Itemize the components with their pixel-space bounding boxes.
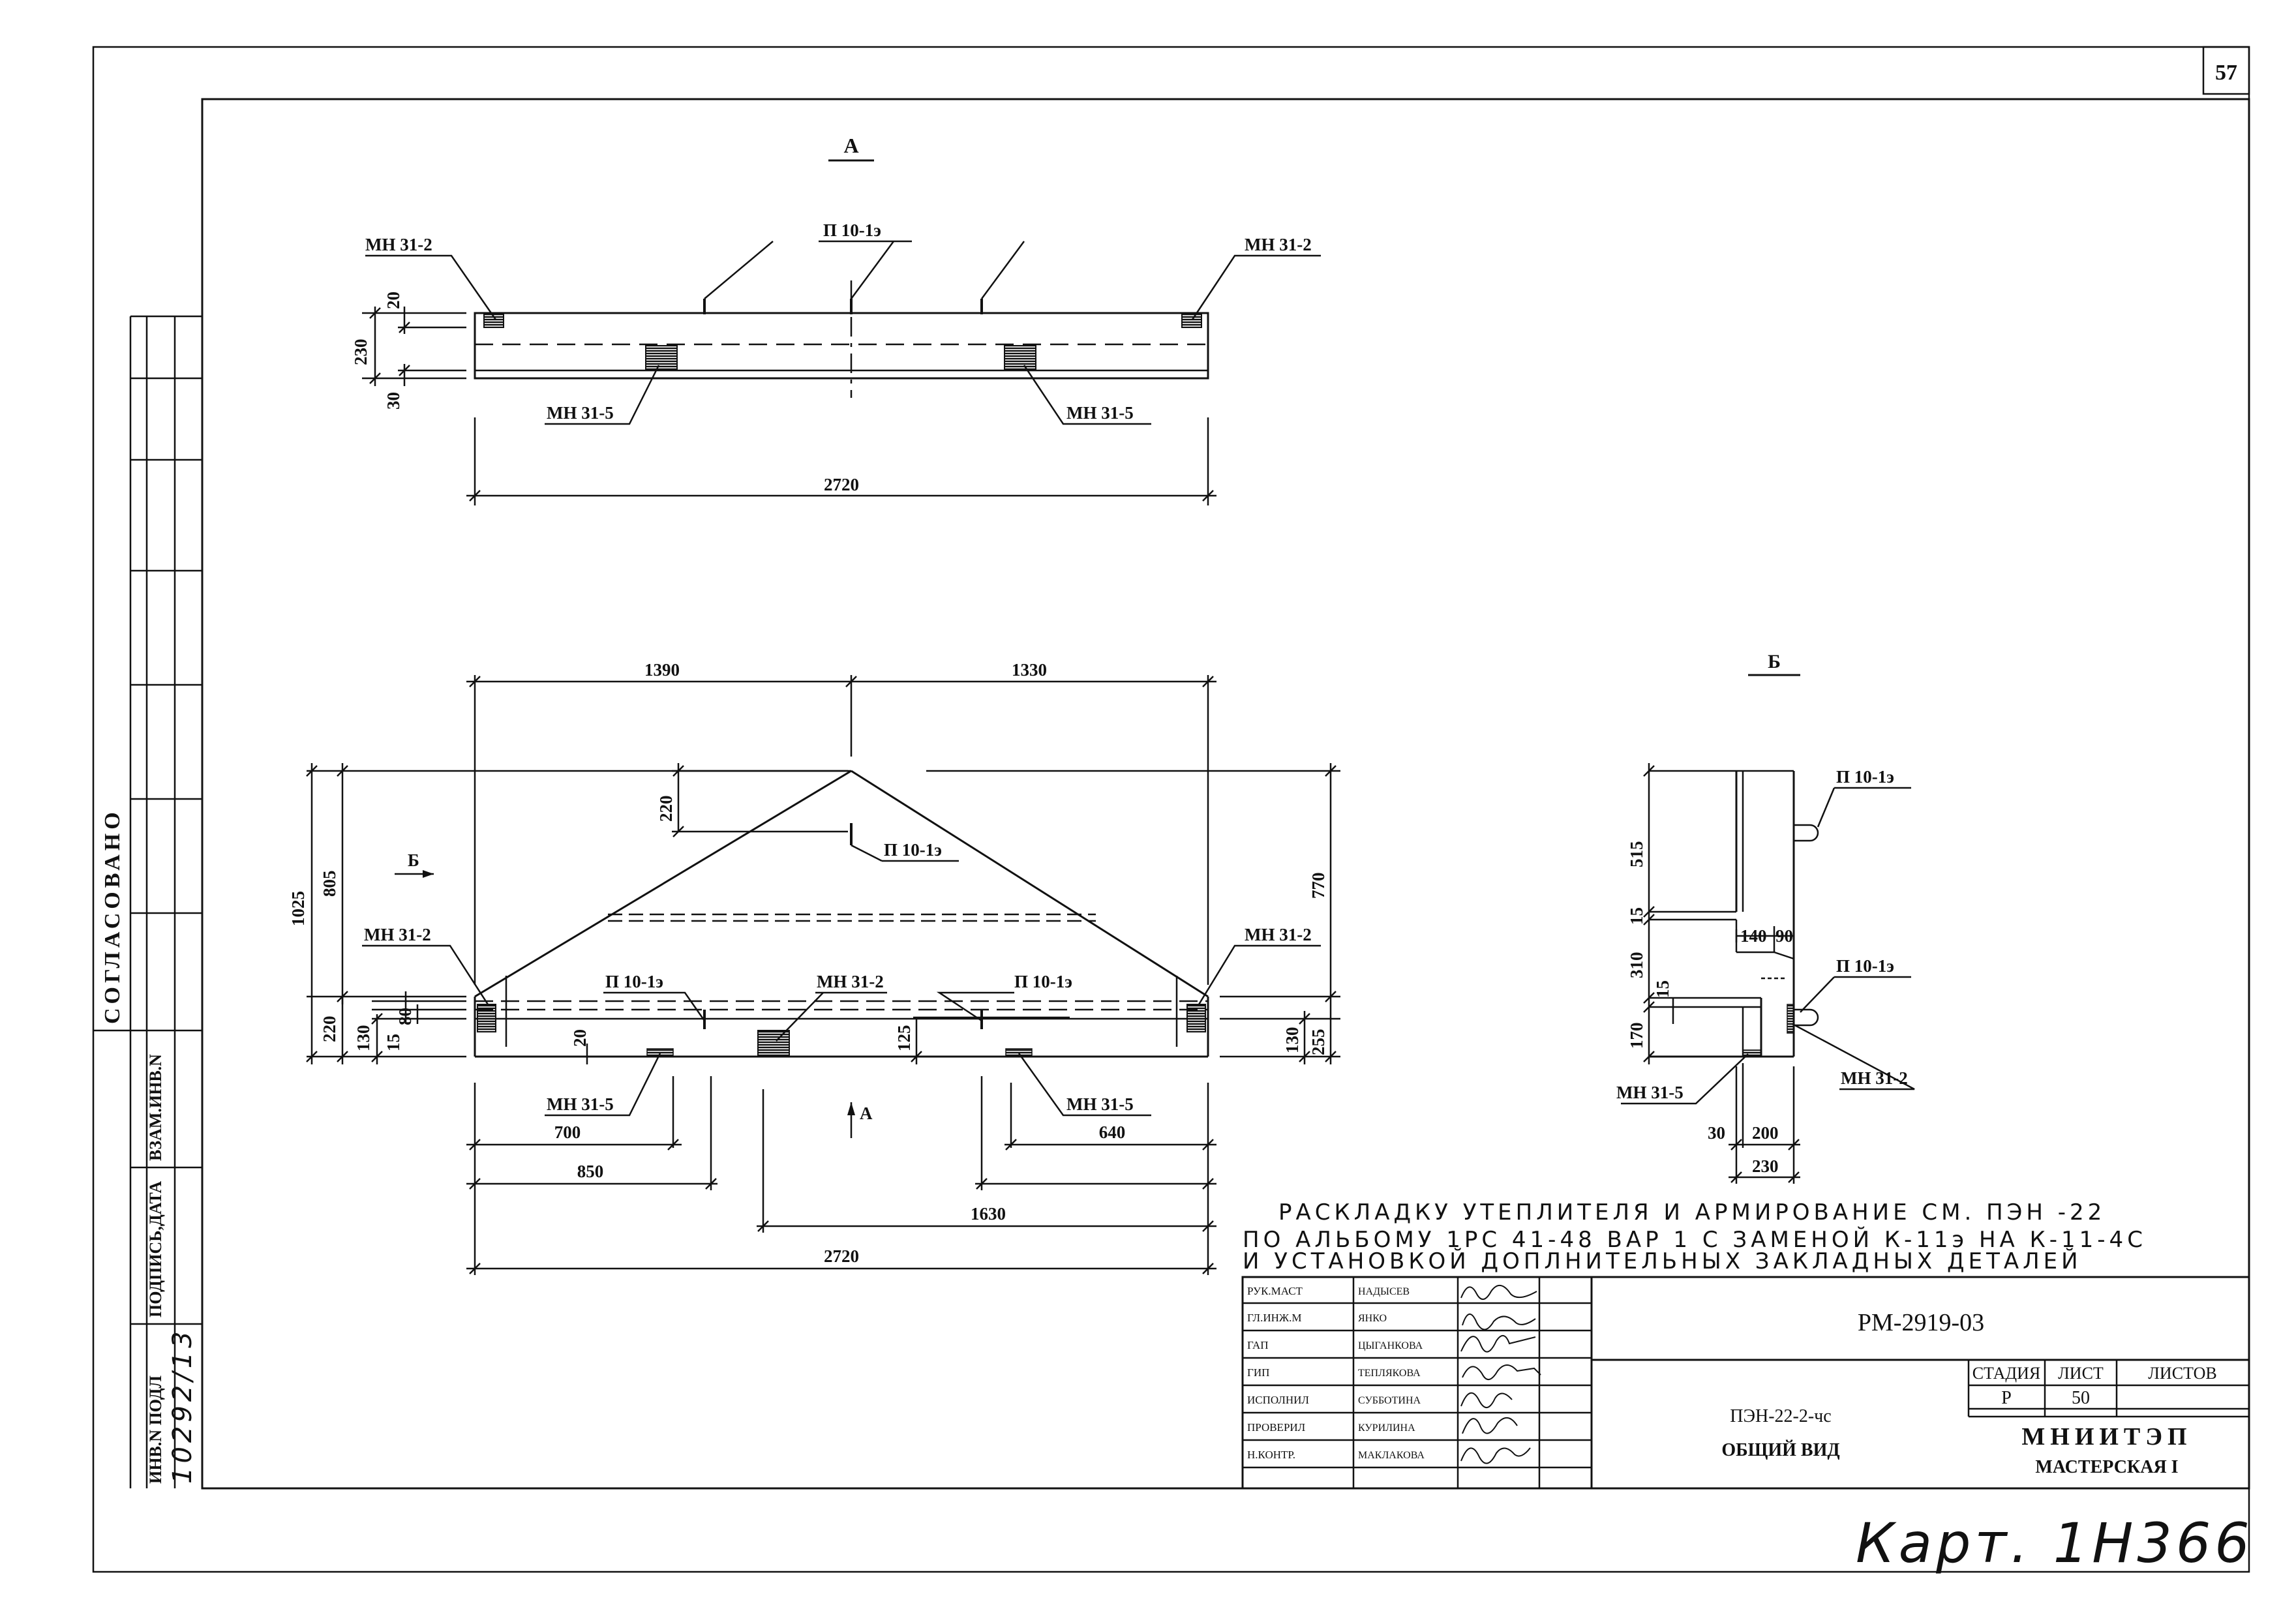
role-5: ПРОВЕРИЛ xyxy=(1247,1421,1306,1434)
name-5: КУРИЛИНА xyxy=(1358,1422,1415,1434)
sheet-corner-number: 57 xyxy=(2215,61,2237,85)
view-a-label-p101: П 10-1э xyxy=(823,220,881,240)
section-b-dim-230: 230 xyxy=(1752,1156,1779,1176)
section-b-dim-200: 200 xyxy=(1752,1123,1779,1143)
elev-dim-1630: 1630 xyxy=(971,1204,1006,1224)
product-code: ПЭН-22-2-чс xyxy=(1730,1406,1831,1426)
elev-dim-255: 255 xyxy=(1308,1029,1328,1056)
role-0: РУК.МАСТ xyxy=(1247,1285,1303,1297)
view-a-label-mh315-left: МН 31-5 xyxy=(547,403,614,423)
elev-dim-125: 125 xyxy=(894,1025,914,1052)
side-column xyxy=(93,315,202,1488)
section-b-dim-515: 515 xyxy=(1627,841,1646,868)
section-b-dim-170: 170 xyxy=(1627,1023,1646,1049)
stage-value: Р xyxy=(2001,1388,2012,1408)
view-a-title: А xyxy=(843,134,858,157)
elev-dim-805: 805 xyxy=(320,871,339,897)
elev-dim-1390: 1390 xyxy=(644,660,680,680)
section-b-label-p101-top: П 10-1э xyxy=(1836,767,1894,787)
elev-label-mh312-center: МН 31-2 xyxy=(817,972,884,991)
elev-arrow-b-label: Б xyxy=(408,850,419,870)
note-line-3: И УСТАНОВКОЙ ДОПЛНИТЕЛЬНЫХ ЗАКЛАДНЫХ ДЕТ… xyxy=(1243,1248,2082,1274)
role-2: ГАП xyxy=(1247,1339,1269,1351)
section-b-label-mh315: МН 31-5 xyxy=(1616,1083,1684,1102)
sheet-value: 50 xyxy=(2072,1388,2090,1408)
elev-dim-640: 640 xyxy=(1099,1122,1126,1142)
view-a-dim-230: 230 xyxy=(351,339,370,366)
elev-dim-700: 700 xyxy=(554,1122,581,1142)
note-line-2: ПО АЛЬБОМУ 1РС 41-48 ВАР 1 С ЗАМЕНОЙ К-1… xyxy=(1243,1226,2147,1253)
section-b-dim-30: 30 xyxy=(1708,1123,1725,1143)
inv-orig-label: ИНВ.N ПОДЛ xyxy=(146,1376,165,1484)
doc-code: РМ-2919-03 xyxy=(1858,1309,1984,1336)
org-name: МНИИТЭП xyxy=(2021,1423,2192,1451)
note-line-1: РАСКЛАДКУ УТЕПЛИТЕЛЯ И АРМИРОВАНИЕ СМ. П… xyxy=(1278,1199,2106,1226)
elev-dim-1025: 1025 xyxy=(288,891,308,926)
section-b-title: Б xyxy=(1768,651,1781,672)
role-1: ГЛ.ИНЖ.М xyxy=(1247,1312,1301,1324)
elev-label-mh312-right: МН 31-2 xyxy=(1245,925,1312,944)
stage-header: СТАДИЯ xyxy=(1972,1364,2041,1383)
title-block xyxy=(1241,1276,2250,1490)
view-name: ОБЩИЙ ВИД xyxy=(1721,1440,1839,1460)
card-note: Карт. 1Н366 xyxy=(1856,1511,2254,1575)
elev-dim-770: 770 xyxy=(1308,873,1328,899)
role-3: ГИП xyxy=(1247,1366,1269,1379)
approved-label: СОГЛАСОВАНО xyxy=(100,808,125,1024)
view-a-label-mh312-right: МН 31-2 xyxy=(1245,235,1312,254)
elev-dim-220-left: 220 xyxy=(320,1016,339,1043)
sign-date-label: ПОДПИСЬ,ДАТА xyxy=(146,1181,165,1317)
outer-frame xyxy=(92,46,2250,1573)
sheets-header: ЛИСТОВ xyxy=(2148,1364,2216,1383)
section-b-dim-15a: 15 xyxy=(1627,907,1646,925)
role-4: ИСПОЛНИЛ xyxy=(1247,1394,1309,1406)
view-a-label-mh315-right: МН 31-5 xyxy=(1066,403,1134,423)
elev-label-p101-top: П 10-1э xyxy=(884,840,942,860)
elev-label-mh312-left: МН 31-2 xyxy=(364,925,431,944)
elev-dim-1330: 1330 xyxy=(1012,660,1047,680)
elev-label-mh315-left: МН 31-5 xyxy=(547,1094,614,1114)
section-b-dim-140: 140 xyxy=(1740,926,1767,946)
section-b-dim-310: 310 xyxy=(1627,952,1646,979)
section-b-dim-15b: 15 xyxy=(1653,980,1672,998)
elev-dim-15: 15 xyxy=(384,1034,403,1051)
name-2: ЦЫГАНКОВА xyxy=(1358,1340,1423,1351)
name-3: ТЕПЛЯКОВА xyxy=(1358,1368,1421,1379)
elev-dim-20: 20 xyxy=(570,1029,590,1047)
title-block-roles: РУК.МАСТ ГЛ.ИНЖ.М ГАП ГИП ИСПОЛНИЛ ПРОВЕ… xyxy=(1247,1285,1309,1461)
elev-dim-130-left: 130 xyxy=(354,1025,373,1052)
name-0: НАДЫСЕВ xyxy=(1358,1286,1410,1297)
view-a-dim-30: 30 xyxy=(384,392,403,410)
elev-label-p101-right: П 10-1э xyxy=(1014,972,1072,991)
elevation-view xyxy=(306,675,1340,1275)
title-block-names: НАДЫСЕВ ЯНКО ЦЫГАНКОВА ТЕПЛЯКОВА СУББОТИ… xyxy=(1358,1286,1425,1461)
view-a-dim-2720: 2720 xyxy=(824,475,859,494)
elev-dim-130-right: 130 xyxy=(1282,1027,1302,1054)
signatures xyxy=(1460,1285,1541,1464)
elev-arrow-a-label: А xyxy=(860,1104,873,1123)
name-1: ЯНКО xyxy=(1358,1313,1387,1324)
section-b-dim-90: 90 xyxy=(1775,926,1793,946)
name-6: МАКЛАКОВА xyxy=(1358,1450,1425,1461)
workshop-name: МАСТЕРСКАЯ I xyxy=(2035,1457,2178,1477)
inv-number-handwritten: 10292/13 xyxy=(168,1327,198,1484)
elev-label-mh315-right: МН 31-5 xyxy=(1066,1094,1134,1114)
role-6: Н.КОНТР. xyxy=(1247,1449,1295,1461)
section-b-label-mh312: МН 31-2 xyxy=(1841,1068,1908,1088)
elev-dim-220-top: 220 xyxy=(656,796,676,822)
section-b xyxy=(1621,674,1915,1184)
elev-label-p101-left: П 10-1э xyxy=(605,972,663,991)
view-a-dim-20: 20 xyxy=(384,292,403,309)
view-a xyxy=(362,159,1321,505)
section-b-label-p101-mid: П 10-1э xyxy=(1836,956,1894,976)
elev-dim-80: 80 xyxy=(395,1008,415,1025)
swap-inv-label: ВЗАМ.ИНВ.N xyxy=(146,1054,165,1161)
name-4: СУББОТИНА xyxy=(1358,1395,1421,1406)
sheet-header: ЛИСТ xyxy=(2058,1364,2104,1383)
elev-dim-850: 850 xyxy=(577,1162,604,1181)
elev-dim-2720: 2720 xyxy=(824,1246,859,1266)
view-a-label-mh312-left: МН 31-2 xyxy=(365,235,432,254)
